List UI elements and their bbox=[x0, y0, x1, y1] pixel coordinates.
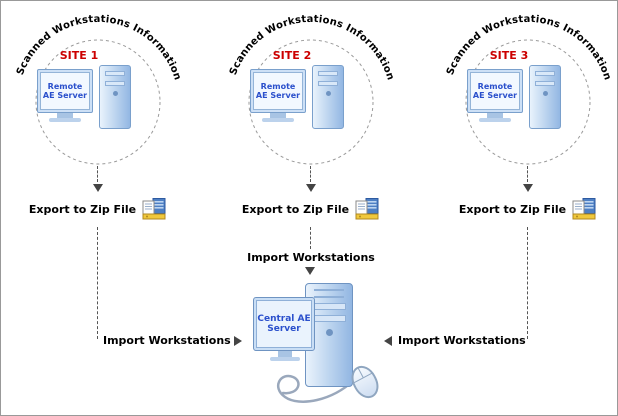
site-dashed-circle bbox=[35, 39, 161, 165]
mouse-button-split bbox=[353, 372, 372, 384]
connector-stub bbox=[310, 166, 311, 182]
site-dashed-circle bbox=[465, 39, 591, 165]
arrow-down-icon bbox=[306, 184, 316, 192]
tower-slot bbox=[535, 71, 555, 76]
site-title: SITE 1 bbox=[59, 49, 99, 62]
monitor-stand-base bbox=[49, 118, 81, 122]
arrow-right-icon bbox=[234, 336, 242, 346]
connector-middle-vertical bbox=[310, 227, 311, 249]
central-server-icon: Central AE Server bbox=[241, 279, 416, 414]
arrow-down-icon bbox=[93, 184, 103, 192]
server-tower-icon bbox=[99, 65, 131, 129]
zip-file-icon bbox=[142, 198, 166, 220]
site-group-2: Scanned Workstations Information SITE 2 … bbox=[216, 5, 406, 227]
mouse-cable bbox=[276, 374, 357, 403]
export-label: Export to Zip File bbox=[458, 202, 567, 216]
export-label: Export to Zip File bbox=[241, 202, 350, 216]
server-screen-label: Remote AE Server bbox=[40, 72, 90, 110]
tower-drive-bay bbox=[312, 303, 346, 310]
site-dashed-circle bbox=[248, 39, 374, 165]
tower-power-button bbox=[542, 91, 548, 96]
central-monitor-icon: Central AE Server bbox=[253, 297, 315, 351]
tower-slot bbox=[318, 81, 338, 86]
server-screen-label: Remote AE Server bbox=[253, 72, 303, 110]
monitor-stand-base bbox=[270, 357, 300, 361]
monitor-stand bbox=[278, 351, 292, 357]
tower-power-button bbox=[325, 91, 331, 96]
monitor-stand bbox=[487, 113, 503, 118]
tower-vent bbox=[314, 296, 344, 298]
tower-slot bbox=[535, 81, 555, 86]
mouse-button-line bbox=[357, 368, 364, 378]
connector-right-vertical bbox=[527, 227, 528, 339]
export-row: Export to Zip File bbox=[3, 197, 193, 221]
monitor-stand-base bbox=[262, 118, 294, 122]
export-row: Export to Zip File bbox=[216, 197, 406, 221]
arrow-down-icon bbox=[305, 267, 315, 275]
import-label-top: Import Workstations bbox=[247, 251, 375, 264]
arrow-down-icon bbox=[523, 184, 533, 192]
site-title: SITE 2 bbox=[272, 49, 312, 62]
server-tower-icon bbox=[312, 65, 344, 129]
zip-file-icon bbox=[572, 198, 596, 220]
site-group-3: Scanned Workstations Information SITE 3 … bbox=[433, 5, 617, 227]
site-title: SITE 3 bbox=[489, 49, 529, 62]
tower-drive-bay bbox=[312, 315, 346, 322]
export-label: Export to Zip File bbox=[28, 202, 137, 216]
server-monitor-icon: Remote AE Server bbox=[467, 69, 523, 113]
connector-stub bbox=[527, 166, 528, 182]
monitor-stand-base bbox=[479, 118, 511, 122]
connector-stub bbox=[97, 166, 98, 182]
import-label-right: Import Workstations bbox=[398, 334, 526, 347]
import-label-left: Import Workstations bbox=[103, 334, 231, 347]
remote-server-icon: Remote AE Server bbox=[250, 65, 360, 131]
monitor-stand bbox=[270, 113, 286, 118]
tower-vent bbox=[314, 289, 344, 291]
connector-left-vertical bbox=[97, 227, 98, 339]
server-tower-icon bbox=[529, 65, 561, 129]
site-group-1: Scanned Workstations Information SITE 1 … bbox=[3, 5, 193, 227]
monitor-stand bbox=[57, 113, 73, 118]
server-monitor-icon: Remote AE Server bbox=[250, 69, 306, 113]
tower-slot bbox=[318, 71, 338, 76]
tower-slot bbox=[105, 71, 125, 76]
tower-slot bbox=[105, 81, 125, 86]
zip-file-icon bbox=[355, 198, 379, 220]
remote-server-icon: Remote AE Server bbox=[467, 65, 577, 131]
arrow-left-icon bbox=[384, 336, 392, 346]
tower-power-button bbox=[325, 329, 333, 336]
remote-server-icon: Remote AE Server bbox=[37, 65, 147, 131]
server-monitor-icon: Remote AE Server bbox=[37, 69, 93, 113]
central-screen-label: Central AE Server bbox=[256, 300, 312, 348]
export-row: Export to Zip File bbox=[433, 197, 617, 221]
tower-power-button bbox=[112, 91, 118, 96]
server-screen-label: Remote AE Server bbox=[470, 72, 520, 110]
